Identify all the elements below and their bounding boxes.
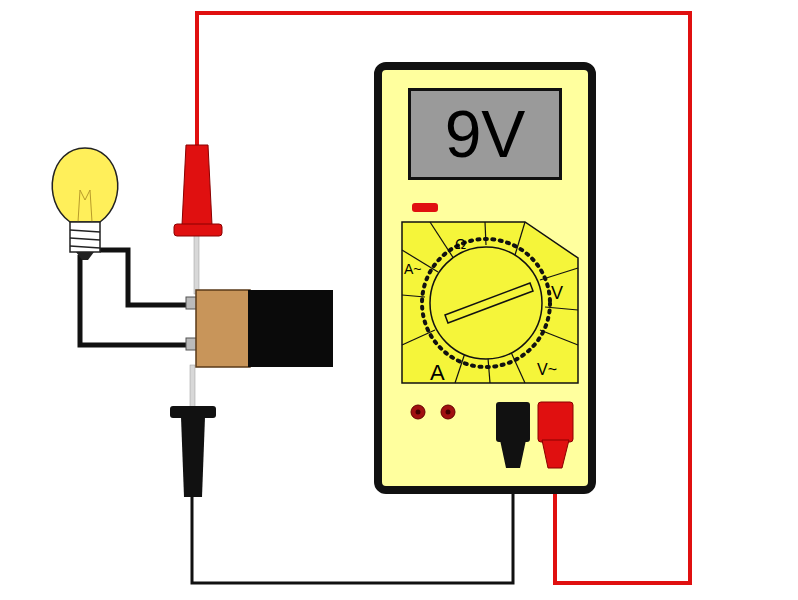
- display-reading: 9V: [445, 101, 526, 167]
- dial-setting-label: A~: [404, 262, 422, 276]
- dial-setting-label: V~: [537, 362, 557, 378]
- dial-setting-label: V: [551, 284, 563, 302]
- bulb-wire: [80, 255, 192, 345]
- multimeter-body: [378, 66, 592, 490]
- light-bulb: [52, 148, 118, 260]
- dial-setting-label: Ω: [455, 236, 466, 251]
- black-probe: [170, 365, 216, 497]
- battery-9v: [186, 290, 333, 367]
- red-probe: [174, 145, 222, 294]
- display-screen: 9V: [408, 88, 562, 180]
- dial-setting-label: A: [430, 362, 445, 384]
- red-lead-wire: [197, 13, 690, 583]
- bulb-wire: [100, 250, 192, 305]
